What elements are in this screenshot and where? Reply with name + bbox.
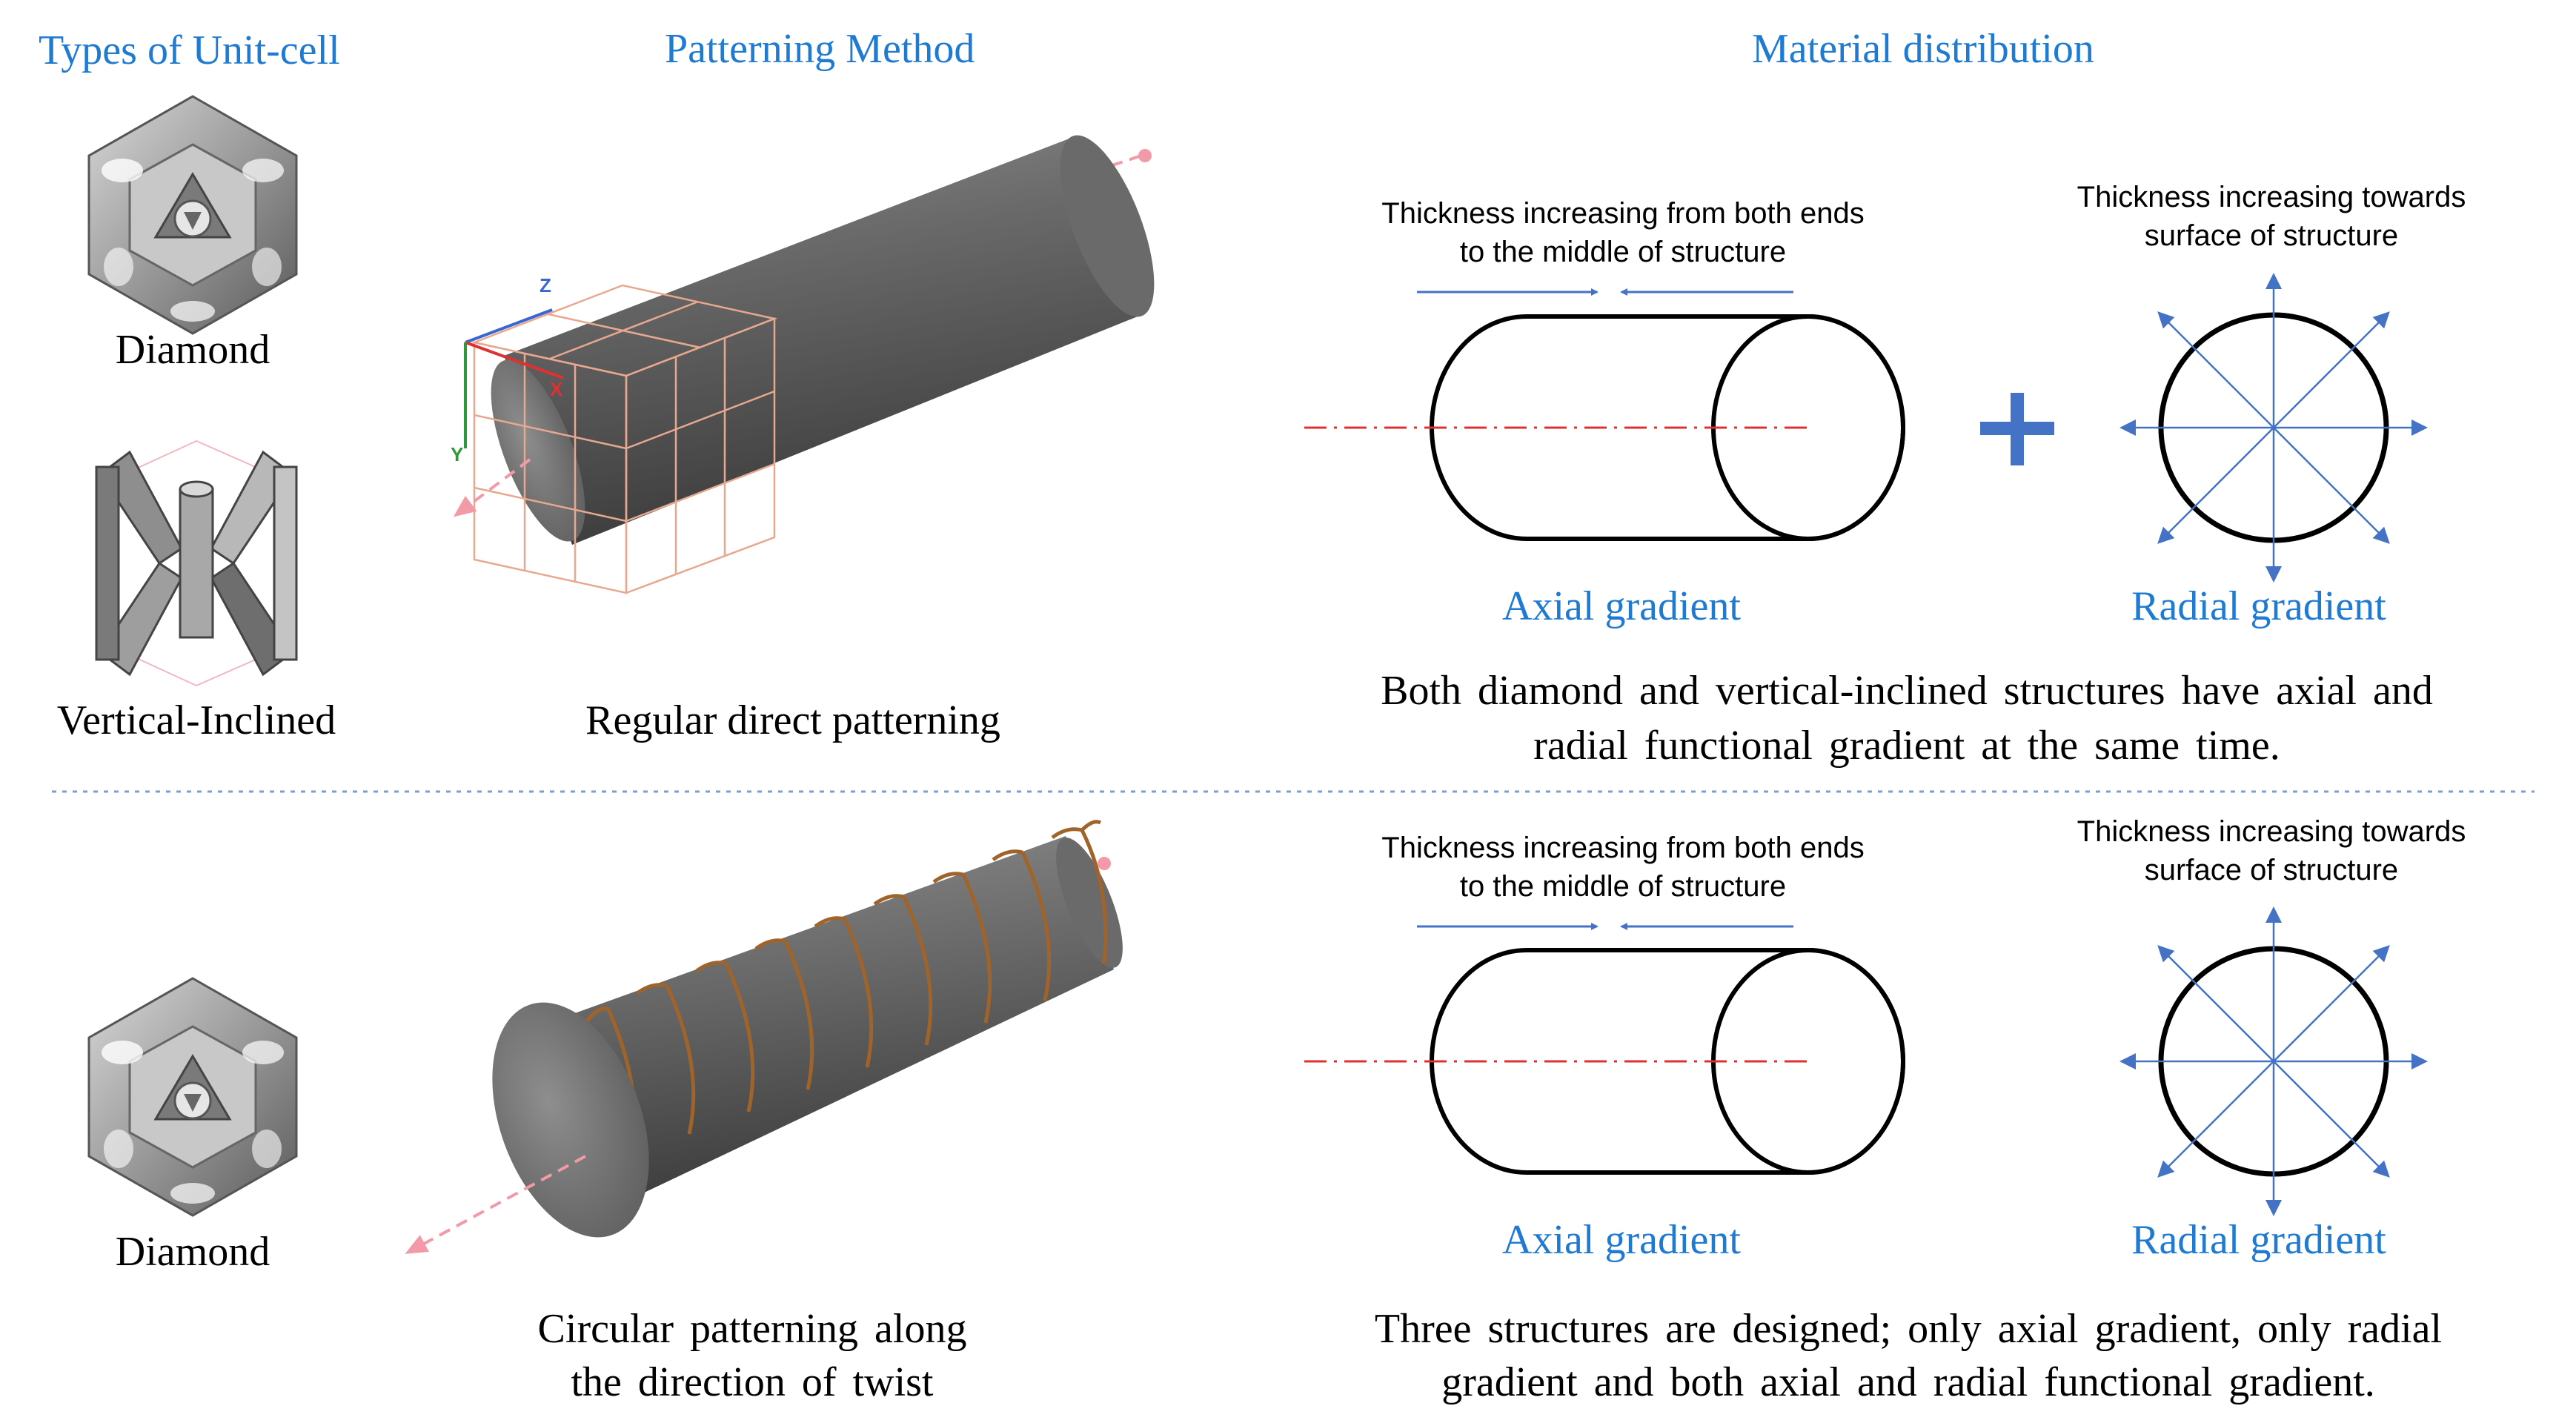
bottom-radial-note: Thickness increasing towards surface of … xyxy=(2077,815,2466,886)
bottom-summary: Three structures are designed; only axia… xyxy=(1374,1306,2443,1405)
bottom-axial-label: Axial gradient xyxy=(1502,1217,1741,1263)
rod-front-cap xyxy=(491,359,585,542)
top-axial-label: Axial gradient xyxy=(1502,583,1741,629)
axis-z-line xyxy=(465,308,553,344)
bottom-radial-label: Radial gradient xyxy=(2131,1217,2386,1263)
top-radial-note: Thickness increasing towards surface of … xyxy=(2077,181,2466,252)
diamond-cell-icon-bottom xyxy=(87,977,298,1217)
rod-front-cap-bottom xyxy=(492,1002,649,1238)
radial-gradient-diagram-top xyxy=(2119,273,2428,583)
top-cell2-label: Vertical-Inclined xyxy=(56,697,336,743)
radial-gradient-diagram-bottom xyxy=(2119,906,2428,1216)
bottom-method-label: Circular patterning along the direction … xyxy=(537,1306,967,1405)
top-cell1-label: Diamond xyxy=(115,327,270,373)
bottom-axial-note: Thickness increasing from both ends to t… xyxy=(1381,832,1865,903)
axial-gradient-diagram-top xyxy=(1304,288,1905,541)
bottom-cell1-label: Diamond xyxy=(115,1229,270,1275)
diamond-cell-icon-top xyxy=(87,95,298,335)
helix-winding xyxy=(580,820,1108,1157)
header-material: Material distribution xyxy=(1752,26,2094,72)
rod-circular-patterning xyxy=(405,820,1123,1254)
axis-z-label: Z xyxy=(540,274,551,296)
rod-end-marker xyxy=(1138,149,1152,162)
header-patterning: Patterning Method xyxy=(665,26,975,72)
axial-gradient-diagram-bottom xyxy=(1304,923,1905,1175)
top-summary: Both diamond and vertical-inclined struc… xyxy=(1381,668,2433,769)
rod-regular-patterning xyxy=(453,135,1155,594)
axis-x-line xyxy=(465,341,564,379)
rod-end-marker-bottom xyxy=(1098,857,1111,870)
header-unit-cell: Types of Unit-cell xyxy=(39,27,340,73)
vertical-inclined-cell-icon xyxy=(95,440,298,687)
top-axial-note: Thickness increasing from both ends to t… xyxy=(1381,197,1865,268)
axis-y-label: Y xyxy=(451,443,464,465)
axis-x-label: X xyxy=(550,378,563,400)
plus-sign xyxy=(1980,393,2054,465)
top-method-label: Regular direct patterning xyxy=(585,697,1000,743)
top-radial-label: Radial gradient xyxy=(2131,583,2386,629)
